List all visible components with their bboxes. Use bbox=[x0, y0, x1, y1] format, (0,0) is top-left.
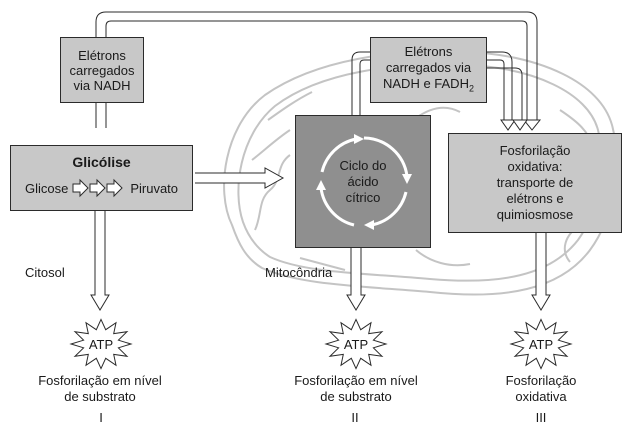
atp-starburst-3 bbox=[509, 318, 573, 370]
stage-caption-2: Fosforilação em nível de substrato bbox=[276, 373, 436, 405]
glycolysis-reaction: Glicose Piruvato bbox=[25, 178, 178, 198]
glycolysis-box: Glicólise Glicose Piruvato bbox=[10, 145, 193, 211]
mitochondria-label: Mitocôndria bbox=[265, 265, 333, 280]
oxphos-box: Fosforilação oxidativa: transporte de el… bbox=[448, 133, 622, 233]
stage-caption-1: Fosforilação em nível de substrato bbox=[20, 373, 180, 405]
arrow-cycle-to-atp-2 bbox=[346, 248, 366, 311]
cycle-line1: Ciclo do bbox=[339, 157, 387, 173]
electrons-nadh-line1: Elétrons bbox=[78, 47, 126, 63]
electrons-nadh-line3: via NADH bbox=[73, 77, 131, 93]
citric-cycle-box: Ciclo do ácido cítrico bbox=[295, 115, 431, 248]
oxphos-line4: elétrons e bbox=[506, 191, 564, 206]
electrons-nadh-box: Elétrons carregados via NADH bbox=[60, 37, 144, 103]
arrow-glycolysis-to-atp-1 bbox=[90, 185, 110, 311]
electrons-fadh-line2: carregados via bbox=[385, 59, 472, 75]
arrow-nadh-fadh-to-oxphos bbox=[351, 51, 523, 120]
stage-numeral-3: III bbox=[535, 410, 547, 425]
stage-numeral-2: II bbox=[351, 410, 359, 425]
stage-caption-3: Fosforilação oxidativa bbox=[471, 373, 611, 405]
stage-numeral-1: I bbox=[99, 410, 103, 425]
arrow-pyruvate-to-cycle bbox=[195, 167, 285, 189]
electrons-nadh-line2: carregados bbox=[69, 62, 135, 78]
atp-label-1: ATP bbox=[88, 337, 114, 352]
arrow-nadh-top-loop bbox=[95, 11, 538, 128]
electrons-fadh-line3-text: NADH e FADH bbox=[383, 75, 469, 91]
stage-3-line1: Fosforilação bbox=[505, 373, 577, 388]
stage-2-line1: Fosforilação em nível bbox=[294, 373, 418, 388]
cycle-line3: cítrico bbox=[345, 189, 381, 205]
atp-starburst-2 bbox=[324, 318, 388, 370]
glycolysis-title: Glicólise bbox=[72, 154, 131, 170]
arrow-oxphos-to-atp-3 bbox=[531, 233, 551, 311]
cycle-line2: ácido bbox=[347, 173, 379, 189]
pyruvate-label: Piruvato bbox=[130, 180, 179, 196]
atp-label-2: ATP bbox=[343, 337, 369, 352]
oxphos-line3: transporte de bbox=[496, 175, 574, 190]
cycle-arrow-icon bbox=[316, 134, 412, 230]
electrons-fadh-line1: Elétrons bbox=[404, 43, 453, 59]
stage-1-line2: de substrato bbox=[64, 389, 136, 404]
stage-3-line2: oxidativa bbox=[515, 389, 567, 404]
oxphos-line2: oxidativa: bbox=[507, 159, 563, 174]
triple-arrow-icon bbox=[72, 178, 124, 198]
atp-starburst-1 bbox=[69, 318, 133, 370]
stage-2-line2: de substrato bbox=[320, 389, 392, 404]
atp-label-3: ATP bbox=[528, 337, 554, 352]
stage-1-line1: Fosforilação em nível bbox=[38, 373, 162, 388]
glucose-label: Glicose bbox=[24, 180, 69, 196]
oxphos-line1: Fosforilação bbox=[499, 143, 571, 158]
cytosol-label: Citosol bbox=[25, 265, 65, 280]
electrons-fadh-line3: NADH e FADH2 bbox=[383, 76, 474, 97]
fadh-subscript: 2 bbox=[468, 83, 474, 94]
oxphos-line5: quimiosmose bbox=[496, 207, 574, 222]
electrons-nadh-fadh-box: Elétrons carregados via NADH e FADH2 bbox=[370, 37, 487, 103]
